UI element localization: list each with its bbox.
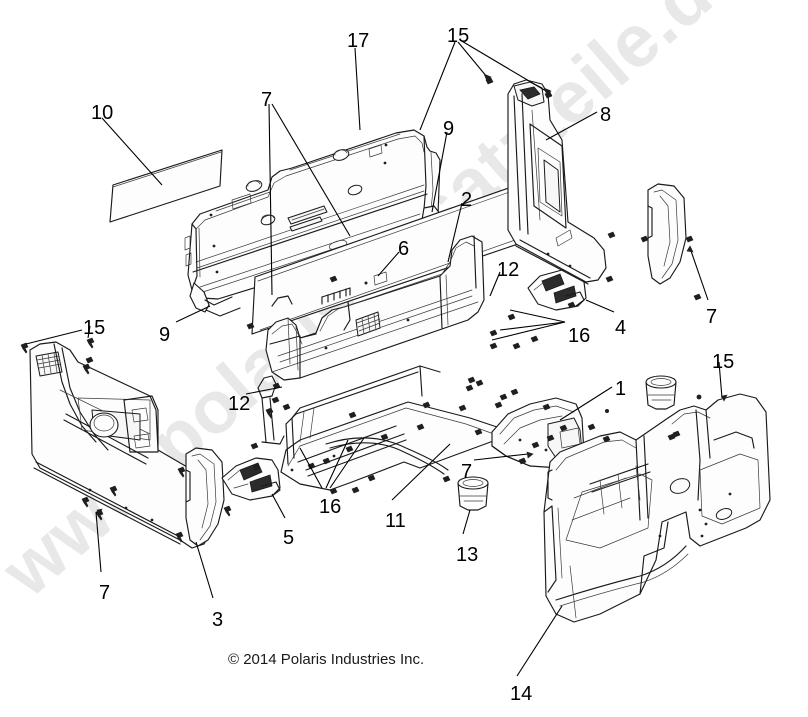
callout-7-right: 7 bbox=[706, 306, 718, 328]
callout-12-lower: 12 bbox=[228, 393, 251, 415]
callout-1: 1 bbox=[615, 378, 627, 400]
part-10-panel bbox=[109, 149, 223, 223]
callout-7-upper: 7 bbox=[261, 89, 273, 111]
part-14-console bbox=[543, 393, 771, 623]
callout-2: 2 bbox=[461, 189, 473, 211]
callout-15-left: 15 bbox=[83, 317, 106, 339]
part-5-footrest bbox=[221, 457, 281, 501]
part-8-right-door-panel bbox=[507, 79, 607, 285]
callout-6: 6 bbox=[398, 238, 410, 260]
callout-16-right: 16 bbox=[568, 325, 591, 347]
part-7-right-pillar bbox=[647, 183, 687, 285]
callout-17: 17 bbox=[347, 30, 370, 52]
callout-15-upper: 15 bbox=[447, 25, 470, 47]
part-13-grommet-upper bbox=[645, 375, 677, 410]
callout-7-center: 7 bbox=[461, 461, 473, 483]
callout-9-lower: 9 bbox=[159, 324, 171, 346]
copyright-notice: © 2014 Polaris Industries Inc. bbox=[228, 651, 425, 668]
callout-16-lower: 16 bbox=[319, 496, 342, 518]
part-17-rear-panel bbox=[184, 129, 442, 317]
callout-8: 8 bbox=[600, 104, 612, 126]
part-13-grommet bbox=[457, 476, 489, 511]
part-2-center-console bbox=[265, 235, 485, 381]
vent-slots bbox=[321, 287, 351, 305]
callout-13: 13 bbox=[456, 544, 479, 566]
callout-5: 5 bbox=[283, 527, 295, 549]
callout-14: 14 bbox=[510, 683, 533, 705]
door-vent bbox=[35, 351, 63, 377]
callout-4: 4 bbox=[615, 317, 627, 339]
fasteners bbox=[20, 77, 702, 543]
callout-11: 11 bbox=[385, 510, 406, 532]
leader-arrowheads bbox=[96, 73, 728, 516]
callout-3: 3 bbox=[212, 609, 224, 631]
part-4-bracket bbox=[527, 269, 587, 311]
callout-10: 10 bbox=[91, 102, 114, 124]
callout-15-right: 15 bbox=[712, 351, 735, 373]
leader-lines bbox=[25, 39, 723, 677]
callout-7-lower-left: 7 bbox=[99, 582, 111, 604]
part-3-left-door-panel bbox=[29, 341, 225, 549]
callout-9-upper: 9 bbox=[443, 118, 455, 140]
console-vent-grille bbox=[355, 311, 381, 337]
callout-12-upper: 12 bbox=[497, 259, 520, 281]
